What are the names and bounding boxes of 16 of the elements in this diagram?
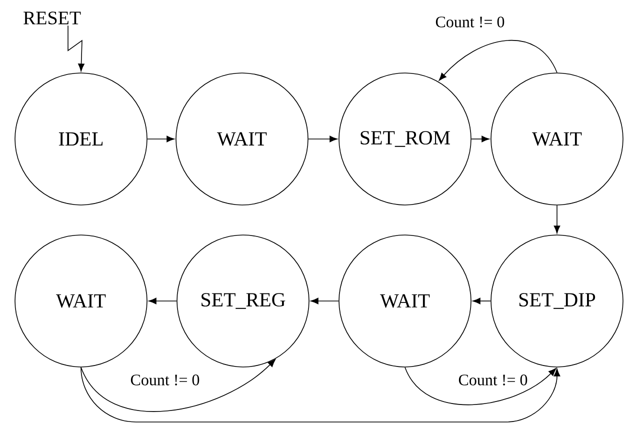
curved-arrow (80, 359, 276, 412)
curved-arrow (438, 40, 558, 81)
edge-label: Count != 0 (129, 374, 201, 386)
edge-label: Count != 0 (434, 16, 506, 28)
arrow (471, 136, 490, 142)
input-label: RESET (24, 12, 81, 24)
edge-label: Count != 0 (457, 374, 529, 386)
arrow (148, 298, 177, 304)
arrow (310, 298, 339, 304)
curved-arrow (404, 366, 556, 406)
lightning-arrow (68, 25, 84, 72)
arrow (554, 204, 560, 234)
curved-arrow (80, 366, 560, 422)
arrow (472, 298, 491, 304)
arrow (308, 136, 338, 142)
arrow (147, 136, 174, 142)
